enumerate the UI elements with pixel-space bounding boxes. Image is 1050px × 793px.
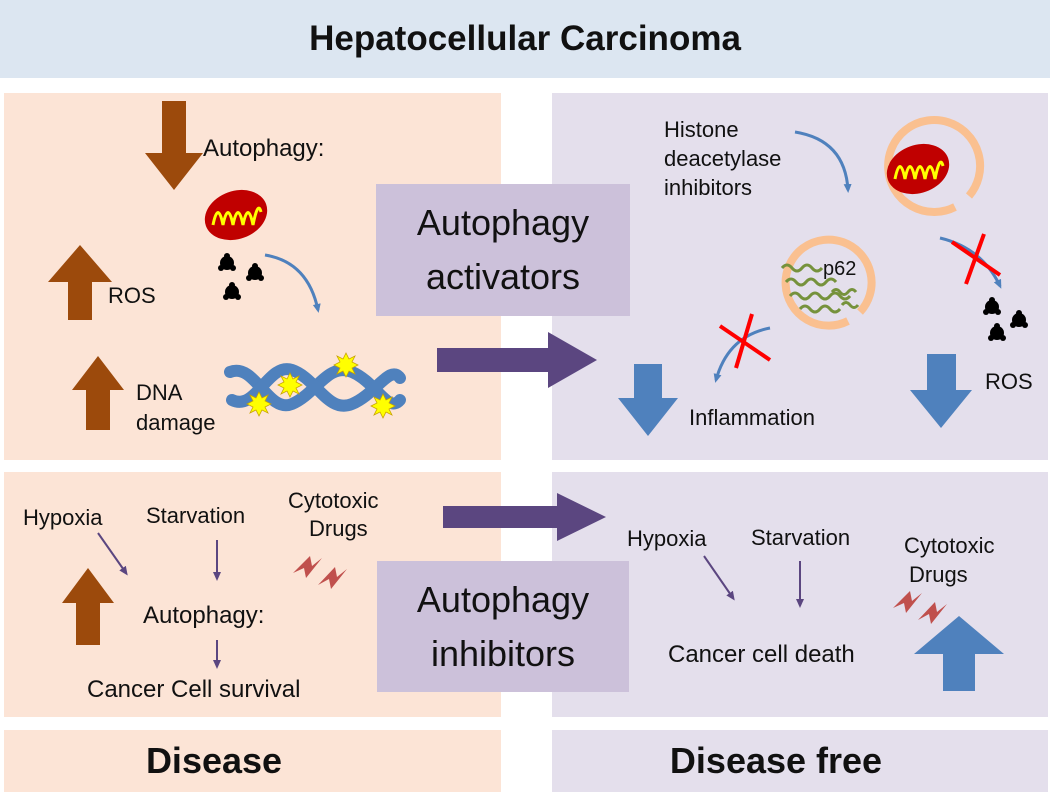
curved-arrow bbox=[264, 253, 321, 313]
hdac-line2: deacetylase bbox=[664, 146, 782, 171]
autophagy-inhibitors-box: Autophagy inhibitors bbox=[377, 561, 629, 692]
arrow-down-icon bbox=[145, 101, 203, 190]
curved-arrow bbox=[939, 236, 1002, 289]
ros-particle-icon bbox=[983, 297, 1028, 341]
drugs-line1-free: Cytotoxic bbox=[904, 533, 995, 558]
dna-label-line2: damage bbox=[136, 410, 216, 435]
starvation-label-free: Starvation bbox=[751, 525, 851, 550]
arrow-down-icon bbox=[910, 354, 972, 428]
starvation-label: Starvation bbox=[146, 503, 246, 528]
block-cross-icon bbox=[718, 313, 772, 369]
cancer-cell-survival-label: Cancer Cell survival bbox=[87, 676, 301, 703]
cancer-cell-death-label: Cancer cell death bbox=[668, 641, 855, 668]
curved-arrow bbox=[713, 326, 771, 383]
page-title: Hepatocellular Carcinoma bbox=[0, 0, 1050, 78]
hdac-inhibitors-label: Histone deacetylase inhibitors bbox=[664, 115, 781, 202]
inhibitors-label-line2: inhibitors bbox=[430, 632, 576, 674]
block-cross-icon bbox=[950, 233, 1002, 285]
arrow-right-icon bbox=[437, 332, 597, 388]
disease-footer-panel bbox=[4, 730, 501, 792]
cytotoxic-drugs-label: Cytotoxic Drugs bbox=[288, 487, 378, 543]
cytotoxic-drugs-label-free: Cytotoxic Drugs bbox=[904, 531, 994, 589]
drugs-line2-free: Drugs bbox=[909, 562, 968, 587]
autophagy-label: Autophagy: bbox=[203, 135, 325, 162]
disease-free-footer-label: Disease free bbox=[669, 740, 883, 781]
hdac-line3: inhibitors bbox=[664, 175, 753, 200]
ros-label: ROS bbox=[108, 283, 156, 308]
lightning-icon bbox=[293, 556, 347, 589]
inflammation-label: Inflammation bbox=[689, 405, 815, 430]
dna-helix-icon bbox=[224, 363, 406, 412]
p62-label: p62 bbox=[823, 258, 857, 280]
arrow-up-icon bbox=[72, 356, 124, 430]
free-footer-panel bbox=[552, 730, 1048, 792]
mitochondrion-icon bbox=[204, 189, 268, 241]
p62-aggregate-icon bbox=[780, 235, 876, 330]
activators-label-line1: Autophagy bbox=[416, 202, 590, 243]
hypoxia-label: Hypoxia bbox=[23, 505, 103, 530]
dna-label-line1: DNA bbox=[136, 380, 183, 405]
arrow-up-icon bbox=[62, 568, 114, 645]
thin-arrow bbox=[97, 532, 128, 576]
ros-particle-icon bbox=[218, 253, 264, 300]
arrow-right-icon bbox=[443, 493, 606, 541]
arrow-down-icon bbox=[618, 364, 678, 436]
lightning-icon bbox=[893, 591, 947, 624]
damage-star-icon bbox=[246, 352, 396, 419]
thin-arrow bbox=[703, 555, 735, 601]
autophagosome-icon bbox=[884, 116, 985, 217]
activators-label-line2: activators bbox=[425, 256, 581, 297]
disease-footer-label: Disease bbox=[145, 740, 283, 781]
autophagy-label-inhibitors: Autophagy: bbox=[143, 602, 265, 629]
drugs-line1: Cytotoxic bbox=[288, 488, 379, 513]
inhibitors-label-line1: Autophagy bbox=[416, 578, 590, 620]
ros-label-free: ROS bbox=[985, 369, 1033, 394]
arrow-up-icon bbox=[48, 245, 112, 320]
curved-arrow bbox=[794, 130, 852, 193]
autophagy-activators-box: Autophagy activators bbox=[376, 184, 630, 316]
drugs-line2: Drugs bbox=[309, 516, 368, 541]
hdac-line1: Histone bbox=[664, 117, 739, 142]
hypoxia-label-free: Hypoxia bbox=[627, 526, 707, 551]
arrow-up-icon bbox=[914, 616, 1004, 691]
dna-damage-label: DNA damage bbox=[136, 378, 216, 438]
